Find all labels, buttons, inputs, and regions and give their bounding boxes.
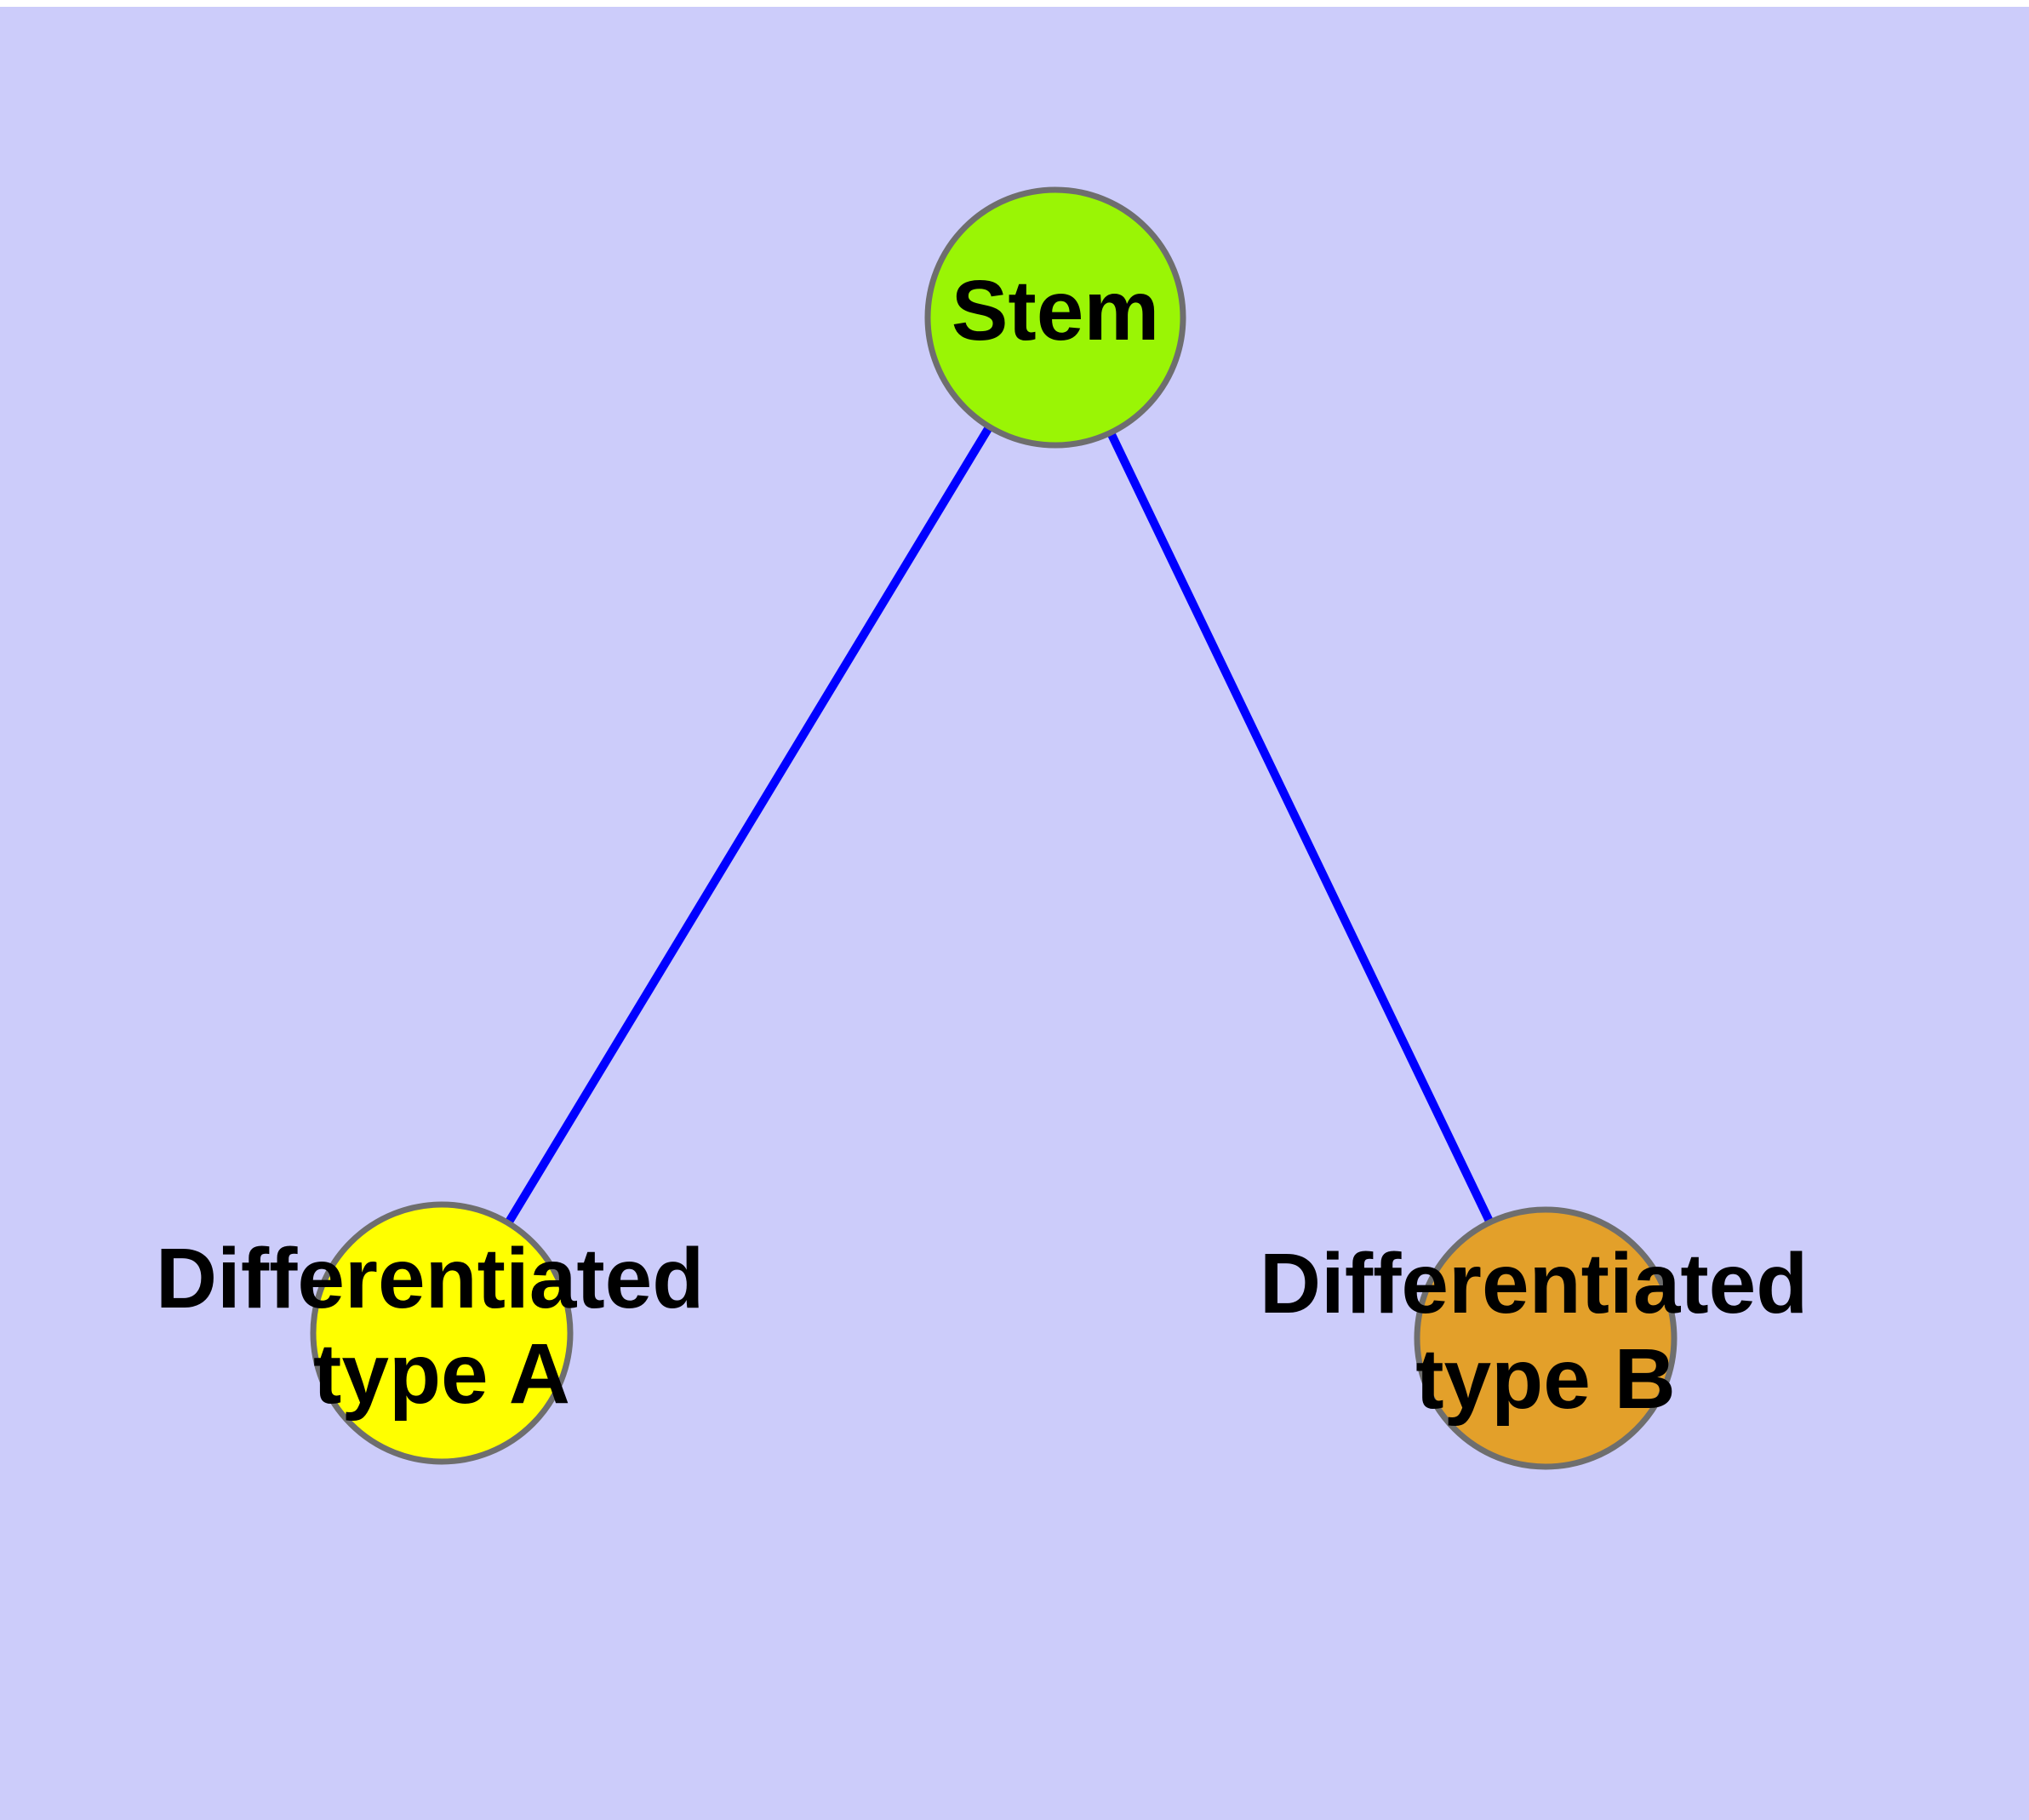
node-label-differentiated-type-a: Differentiated type A — [156, 1231, 728, 1422]
node-label-diff-b-line2: type B — [1415, 1331, 1676, 1427]
node-differentiated-type-b[interactable]: Differentiated type B — [1260, 1206, 1832, 1470]
edge-layer — [437, 315, 1550, 1341]
node-label-differentiated-type-b: Differentiated type B — [1260, 1236, 1832, 1427]
edge-stem-diff-b[interactable] — [1051, 315, 1550, 1341]
node-stem[interactable]: Stem — [924, 186, 1186, 449]
node-layer: Stem Differentiated type A Differentiate… — [156, 186, 1832, 1470]
node-label-stem: Stem — [952, 263, 1160, 358]
node-differentiated-type-a[interactable]: Differentiated type A — [156, 1201, 728, 1465]
node-circle-stem[interactable] — [924, 186, 1186, 449]
node-label-stem-line1: Stem — [952, 263, 1160, 358]
node-label-diff-b-line1: Differentiated — [1260, 1236, 1809, 1331]
node-label-diff-a-line2: type A — [313, 1326, 570, 1422]
node-circle-differentiated-type-b[interactable] — [1414, 1206, 1677, 1470]
edge-stem-diff-a[interactable] — [437, 315, 1060, 1336]
node-label-diff-a-line1: Differentiated — [156, 1231, 705, 1326]
node-circle-differentiated-type-a[interactable] — [310, 1201, 574, 1465]
